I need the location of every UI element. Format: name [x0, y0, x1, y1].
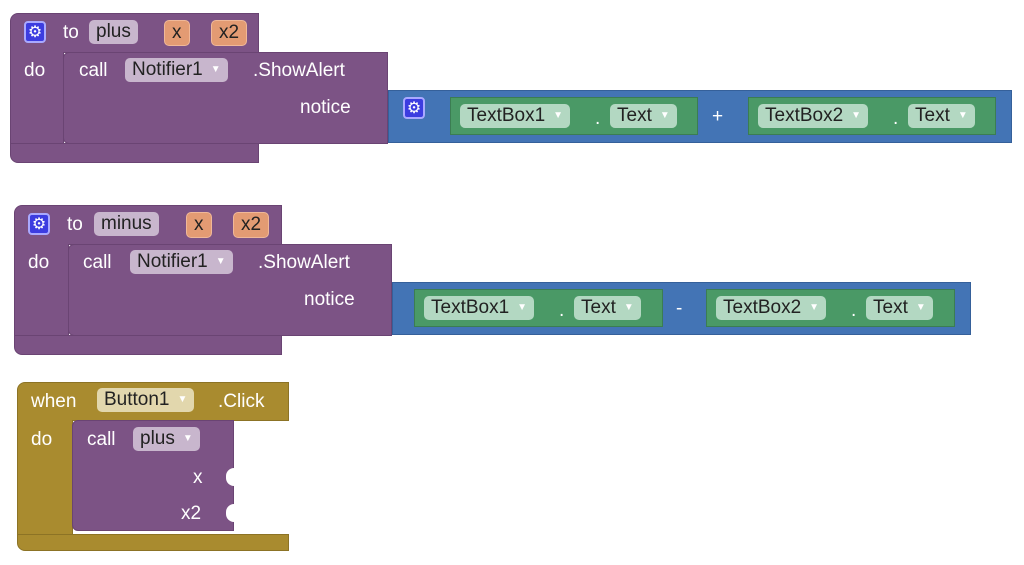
dropdown-arrow-icon: ▼ [659, 110, 670, 121]
do-label: do [28, 252, 50, 273]
property-name: Text [873, 297, 908, 319]
do-label: do [24, 60, 46, 81]
component-dropdown[interactable]: TextBox1 ▼ [460, 104, 571, 128]
property-dropdown[interactable]: Text ▼ [610, 104, 677, 128]
procedure-name-field[interactable]: plus [89, 20, 138, 44]
property-name: Text [617, 105, 652, 127]
dropdown-arrow-icon: ▼ [517, 302, 528, 313]
procedure-dropdown[interactable]: plus ▼ [133, 427, 200, 451]
gear-icon[interactable]: ⚙ [403, 97, 425, 119]
event-footer [17, 534, 289, 551]
procedure-footer [14, 335, 282, 355]
property-dropdown[interactable]: Text ▼ [866, 296, 933, 320]
call-label: call [79, 60, 108, 81]
arg-x2-socket[interactable] [226, 504, 234, 522]
procedure-name: plus [140, 428, 175, 450]
component-name: TextBox1 [467, 105, 546, 127]
component-name: TextBox1 [431, 297, 510, 319]
component-dropdown[interactable]: Button1 ▼ [97, 388, 195, 412]
property-name: Text [581, 297, 616, 319]
method-label: .ShowAlert [253, 60, 345, 81]
param-x2[interactable]: x2 [211, 20, 248, 46]
gear-icon[interactable]: ⚙ [24, 21, 46, 43]
operator-label: + [712, 106, 724, 127]
component-name: TextBox2 [765, 105, 844, 127]
procedure-footer [10, 143, 259, 163]
dot-label: . [559, 300, 565, 321]
property-name: Text [915, 105, 950, 127]
dropdown-arrow-icon: ▼ [915, 302, 926, 313]
dropdown-arrow-icon: ▼ [809, 302, 820, 313]
dropdown-arrow-icon: ▼ [623, 302, 634, 313]
when-label: when [31, 391, 77, 412]
dropdown-arrow-icon: ▼ [553, 110, 564, 121]
dot-label: . [851, 300, 857, 321]
notice-label: notice [300, 97, 351, 118]
param-x2[interactable]: x2 [233, 212, 270, 238]
arg-x-label: x [193, 467, 203, 488]
component-name: Notifier1 [132, 59, 203, 81]
arg-x2-label: x2 [181, 503, 202, 524]
component-dropdown[interactable]: Notifier1 ▼ [125, 58, 228, 82]
component-dropdown[interactable]: TextBox2 ▼ [758, 104, 869, 128]
do-label: do [31, 429, 53, 450]
param-x[interactable]: x [186, 212, 212, 238]
dropdown-arrow-icon: ▼ [957, 110, 968, 121]
to-label: to [63, 22, 79, 43]
event-label: .Click [218, 391, 265, 412]
arg-x-socket[interactable] [226, 468, 234, 486]
call-label: call [83, 252, 112, 273]
operator-label: - [676, 298, 683, 319]
to-label: to [67, 214, 83, 235]
call-label: call [87, 429, 116, 450]
component-name: Notifier1 [137, 251, 208, 273]
dropdown-arrow-icon: ▼ [182, 433, 193, 444]
dot-label: . [595, 108, 601, 129]
dropdown-arrow-icon: ▼ [177, 394, 188, 405]
dropdown-arrow-icon: ▼ [851, 110, 862, 121]
component-dropdown[interactable]: TextBox1 ▼ [424, 296, 535, 320]
dropdown-arrow-icon: ▼ [215, 256, 226, 267]
component-dropdown[interactable]: TextBox2 ▼ [716, 296, 827, 320]
dot-label: . [893, 108, 899, 129]
procedure-body [10, 52, 64, 144]
property-dropdown[interactable]: Text ▼ [574, 296, 641, 320]
procedure-name-field[interactable]: minus [94, 212, 159, 236]
property-dropdown[interactable]: Text ▼ [908, 104, 975, 128]
component-name: Button1 [104, 389, 170, 411]
notice-label: notice [304, 289, 355, 310]
gear-icon[interactable]: ⚙ [28, 213, 50, 235]
component-dropdown[interactable]: Notifier1 ▼ [130, 250, 233, 274]
param-x[interactable]: x [164, 20, 190, 46]
dropdown-arrow-icon: ▼ [210, 64, 221, 75]
method-label: .ShowAlert [258, 252, 350, 273]
component-name: TextBox2 [723, 297, 802, 319]
